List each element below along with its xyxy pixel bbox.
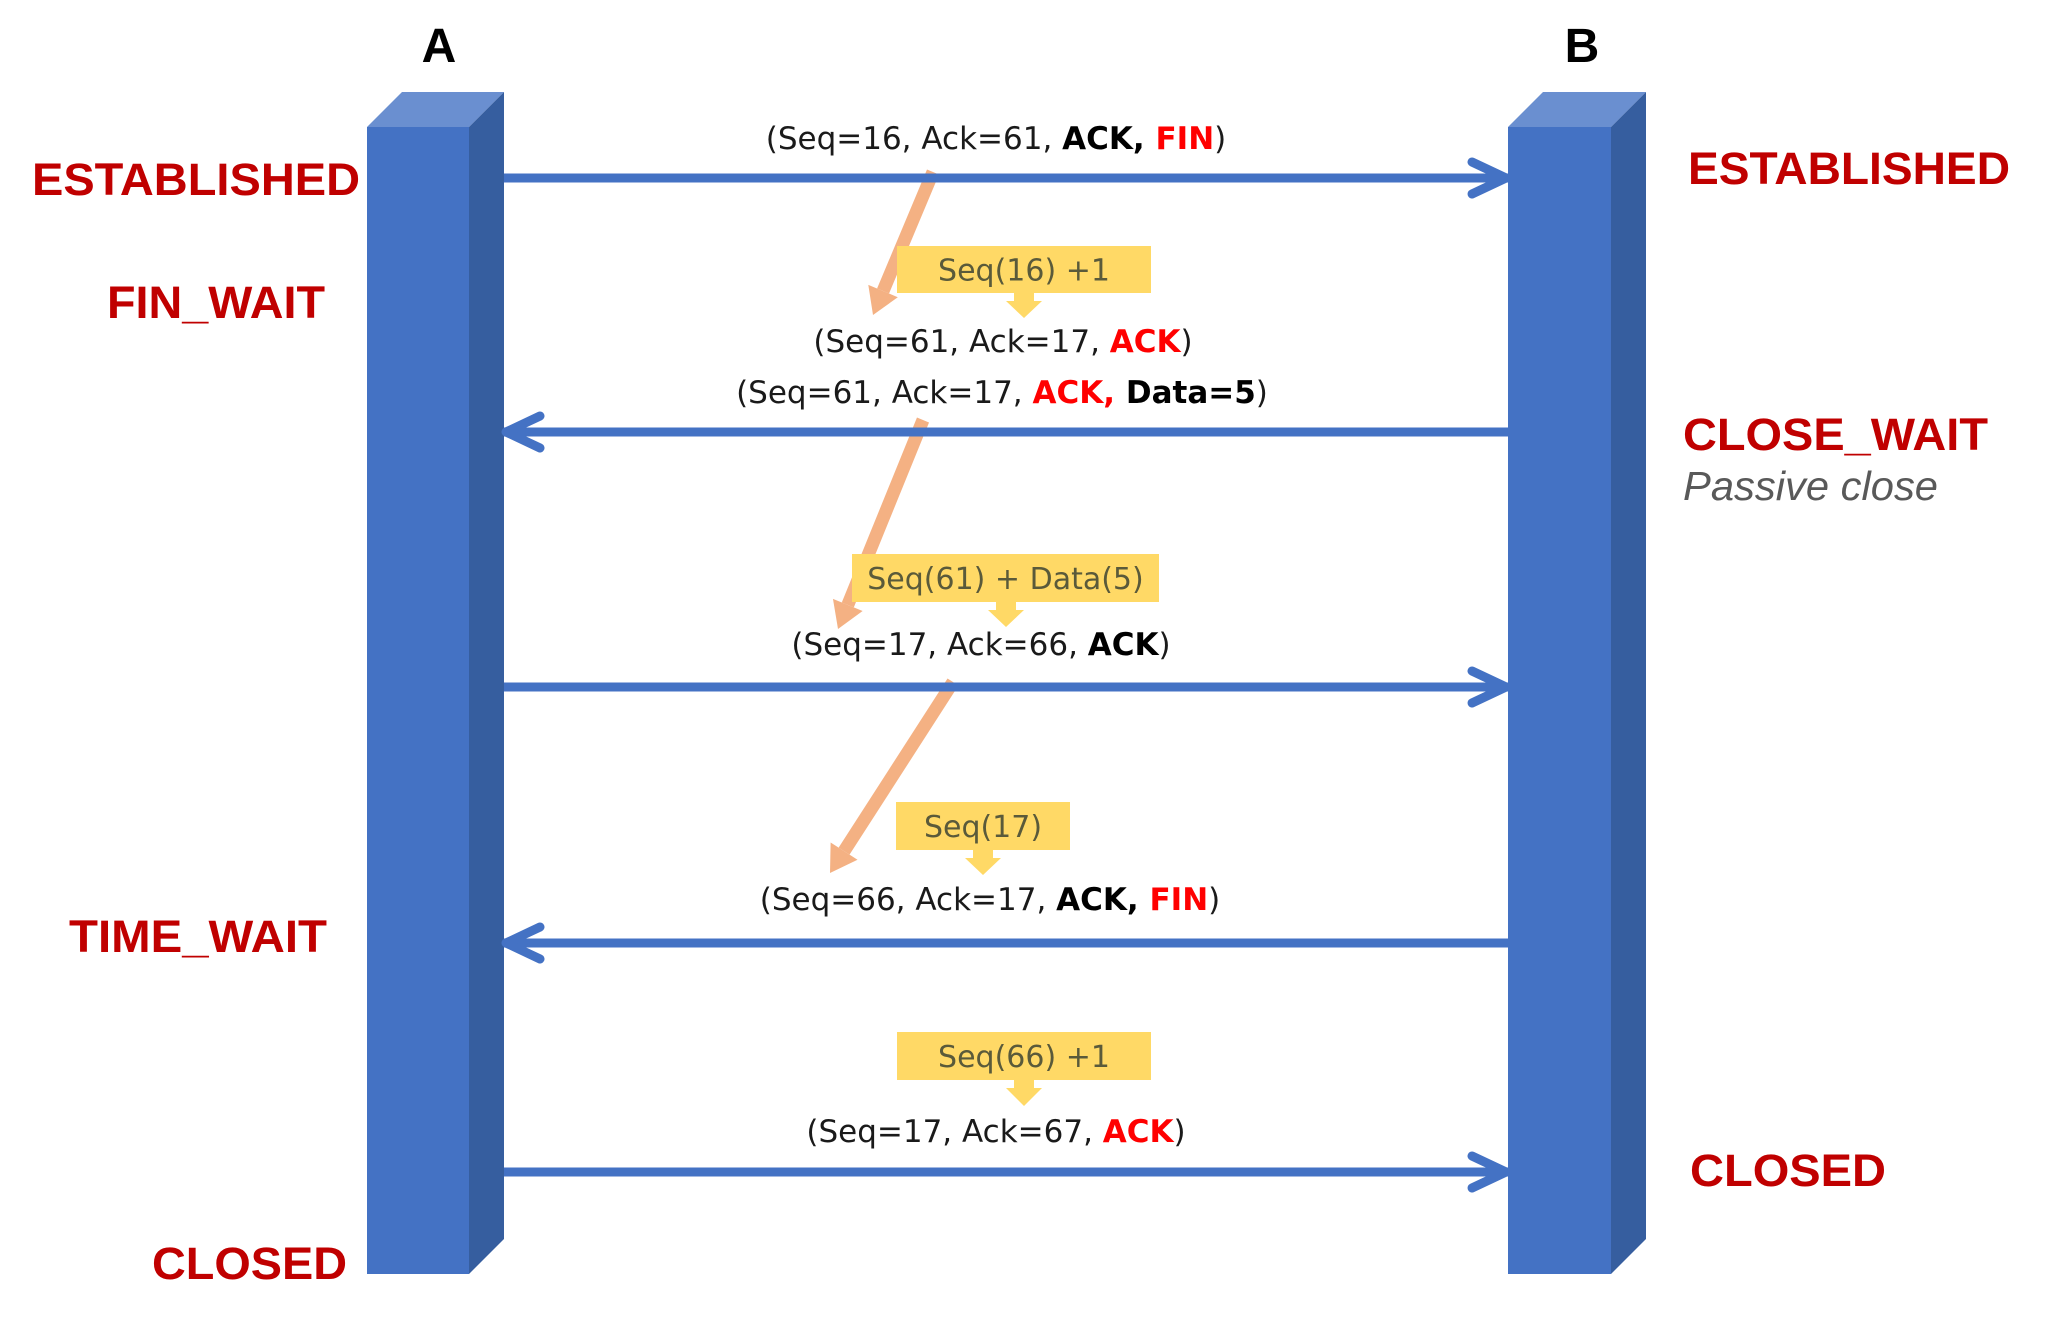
- segment-label: (Seq=17, Ack=66, ACK): [791, 627, 1170, 663]
- segment-label: (Seq=61, Ack=17, ACK, Data=5): [736, 375, 1268, 411]
- arrow-right-icon: [1467, 1151, 1511, 1193]
- label-segment: (Seq=17, Ack=67,: [806, 1114, 1102, 1150]
- calc-text: Seq(17): [924, 810, 1042, 845]
- host-a-pillar-top: [367, 92, 504, 127]
- label-segment: ): [1208, 882, 1220, 918]
- label-segment: (Seq=16, Ack=61,: [766, 121, 1062, 157]
- derivation-arrow-head: [830, 842, 858, 873]
- calc-box: [897, 246, 1151, 293]
- host-b-pillar-side: [1611, 92, 1646, 1274]
- label-segment: (Seq=17, Ack=66,: [791, 627, 1087, 663]
- calc-box: [852, 554, 1159, 602]
- label-segment: ACK: [1110, 324, 1182, 360]
- derivation-arrow: [830, 678, 959, 873]
- state-a-time-wait: TIME_WAIT: [69, 911, 327, 962]
- calc-down-arrow-icon: [1006, 1080, 1042, 1106]
- host-a-title: A: [422, 20, 457, 73]
- segment-label: (Seq=16, Ack=61, ACK, FIN): [766, 121, 1227, 157]
- calc-down-arrow-icon: [1006, 293, 1042, 318]
- segment-label: (Seq=17, Ack=67, ACK): [806, 1114, 1185, 1150]
- host-b-pillar-front: [1508, 127, 1611, 1274]
- calc-callout: Seq(16) +1: [897, 246, 1151, 318]
- host-b-timeline: [1508, 92, 1646, 1274]
- arrow-left-icon: [501, 411, 545, 453]
- label-segment: ): [1181, 324, 1193, 360]
- label-segment: ACK,: [1033, 375, 1126, 411]
- calc-callout: Seq(66) +1: [897, 1032, 1151, 1106]
- derivation-arrow: [868, 169, 939, 315]
- label-segment: ): [1214, 121, 1226, 157]
- host-a-timeline: [367, 92, 504, 1274]
- calc-text: Seq(66) +1: [938, 1040, 1110, 1075]
- label-segment: (Seq=61, Ack=17,: [736, 375, 1032, 411]
- state-b-closed: CLOSED: [1690, 1145, 1886, 1196]
- state-a-closed: CLOSED: [152, 1238, 347, 1289]
- label-segment: ACK: [1088, 627, 1160, 663]
- message-1: (Seq=16, Ack=61, ACK, FIN): [504, 121, 1511, 199]
- label-segment: Data=5: [1126, 375, 1256, 411]
- derivation-arrow-head: [832, 598, 863, 629]
- calc-callout: Seq(61) + Data(5): [852, 554, 1159, 627]
- label-segment: ACK,: [1056, 882, 1149, 918]
- host-a-pillar-front: [367, 127, 469, 1274]
- message-2: (Seq=61, Ack=17, ACK)(Seq=61, Ack=17, AC…: [501, 324, 1508, 453]
- message-5: (Seq=17, Ack=67, ACK): [504, 1114, 1511, 1193]
- derivation-arrow-head: [868, 284, 898, 315]
- arrow-right-icon: [1467, 666, 1511, 708]
- label-segment: FIN: [1150, 882, 1209, 918]
- label-segment: ): [1159, 627, 1171, 663]
- calc-down-arrow-icon: [965, 850, 1001, 875]
- state-a-established: ESTABLISHED: [32, 154, 360, 205]
- segment-label: (Seq=66, Ack=17, ACK, FIN): [760, 882, 1221, 918]
- calc-layer: Seq(16) +1 Seq(61) + Data(5) Seq(17) Seq(66…: [852, 246, 1159, 1106]
- label-segment: ): [1256, 375, 1268, 411]
- calc-box: [897, 1032, 1151, 1080]
- label-segment: (Seq=66, Ack=17,: [760, 882, 1056, 918]
- arrow-right-icon: [1467, 157, 1511, 199]
- calc-down-arrow-icon: [988, 602, 1024, 627]
- message-4: (Seq=66, Ack=17, ACK, FIN): [501, 882, 1508, 964]
- message-3: (Seq=17, Ack=66, ACK): [504, 627, 1511, 708]
- calc-callout: Seq(17): [896, 802, 1070, 875]
- calc-box: [896, 802, 1070, 850]
- derivation-arrow-shaft: [838, 678, 959, 855]
- host-b-title: B: [1565, 20, 1600, 73]
- calc-text: Seq(61) + Data(5): [867, 562, 1143, 597]
- derivation-arrow-shaft: [877, 169, 939, 294]
- label-segment: FIN: [1156, 121, 1215, 157]
- host-a-pillar-side: [469, 92, 504, 1274]
- state-b-established: ESTABLISHED: [1688, 143, 2010, 194]
- state-a-fin-wait: FIN_WAIT: [107, 277, 325, 328]
- host-b-pillar-top: [1508, 92, 1646, 127]
- state-b-close-wait: CLOSE_WAIT: [1683, 409, 1988, 460]
- label-segment: ): [1174, 1114, 1186, 1150]
- messages-layer: (Seq=16, Ack=61, ACK, FIN)(Seq=61, Ack=1…: [501, 121, 1511, 1193]
- calc-text: Seq(16) +1: [938, 254, 1110, 289]
- label-segment: ACK,: [1062, 121, 1155, 157]
- state-b-close-wait-note: Passive close: [1683, 463, 1938, 509]
- label-segment: ACK: [1103, 1114, 1175, 1150]
- label-segment: (Seq=61, Ack=17,: [813, 324, 1109, 360]
- arrow-left-icon: [501, 922, 545, 964]
- segment-label: (Seq=61, Ack=17, ACK): [813, 324, 1192, 360]
